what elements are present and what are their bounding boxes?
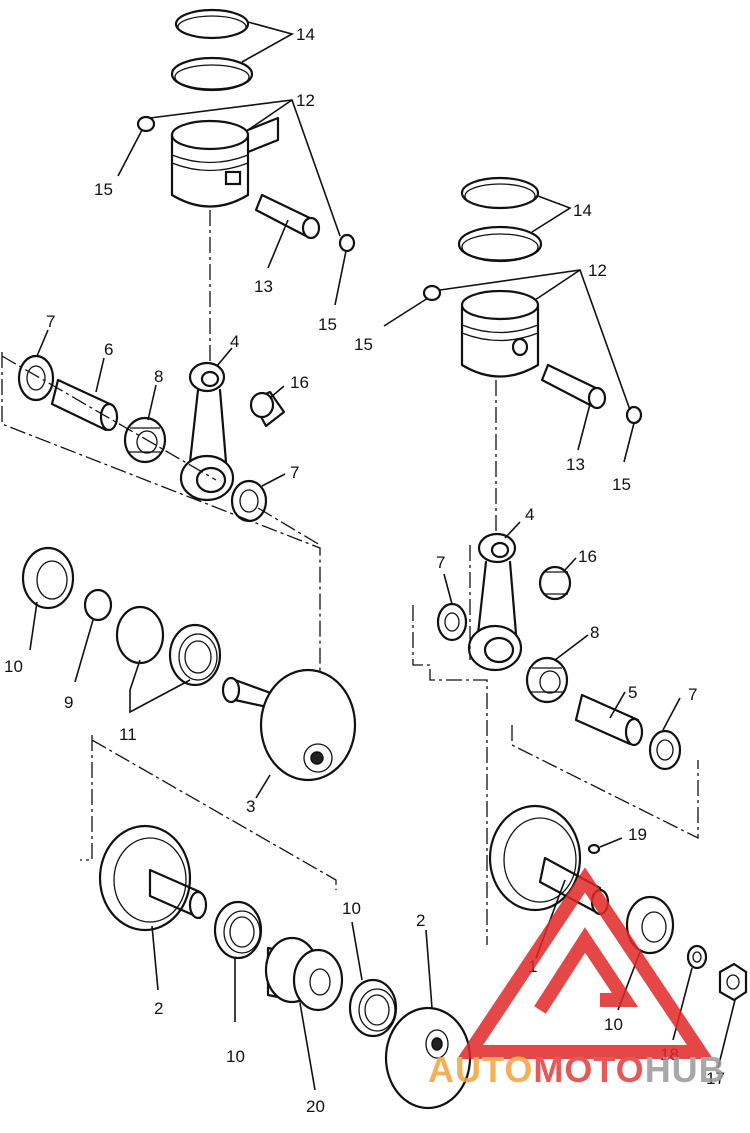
callout-12: 12 bbox=[588, 261, 607, 280]
callout-14: 14 bbox=[296, 25, 315, 44]
callout-7: 7 bbox=[290, 463, 299, 482]
left-pin-6 bbox=[50, 378, 119, 432]
callout-8: 8 bbox=[154, 367, 163, 386]
left-ring-9 bbox=[83, 588, 113, 622]
watermark-logo: AUTOMOTOHUB bbox=[428, 867, 726, 1090]
right-small-end-bearing-16 bbox=[538, 565, 572, 601]
left-connecting-rod bbox=[179, 361, 235, 502]
right-connecting-rod bbox=[467, 532, 523, 672]
watermark-part-auto: AUTO bbox=[428, 1049, 533, 1090]
callout-7: 7 bbox=[688, 685, 697, 704]
callout-13: 13 bbox=[254, 277, 273, 296]
left-piston bbox=[170, 116, 280, 208]
center-bearing-20 bbox=[264, 936, 344, 1012]
callout-7: 7 bbox=[436, 553, 445, 572]
right-pin-5 bbox=[574, 693, 644, 747]
right-piston-rings bbox=[457, 176, 543, 263]
callout-4: 4 bbox=[525, 505, 534, 524]
callout-7: 7 bbox=[46, 312, 55, 331]
callout-16: 16 bbox=[290, 373, 309, 392]
callout-14: 14 bbox=[573, 201, 592, 220]
callout-8: 8 bbox=[590, 623, 599, 642]
left-piston-pin bbox=[254, 193, 321, 240]
callout-6: 6 bbox=[104, 340, 113, 359]
callout-3: 3 bbox=[246, 797, 255, 816]
left-washer-7a bbox=[17, 354, 55, 402]
left-ball-bearing-11 bbox=[168, 623, 222, 687]
callout-labels: 14 12 15 13 15 7 6 8 4 16 7 10 9 11 3 14… bbox=[4, 25, 725, 1116]
callout-2: 2 bbox=[416, 911, 425, 930]
nut-17 bbox=[718, 962, 748, 1002]
callout-13: 13 bbox=[566, 455, 585, 474]
left-crank-wheel-3 bbox=[221, 668, 357, 782]
watermark-part-hub: HUB bbox=[645, 1049, 726, 1090]
callout-15: 15 bbox=[612, 475, 631, 494]
right-washer-7a bbox=[436, 602, 468, 642]
callout-17: 17 bbox=[706, 1069, 725, 1088]
left-small-end-bearing bbox=[249, 390, 286, 428]
callout-12: 12 bbox=[296, 91, 315, 110]
washer-18 bbox=[686, 944, 708, 970]
callout-2: 2 bbox=[154, 999, 163, 1018]
left-oil-seal-10 bbox=[21, 546, 75, 610]
left-snap-ring-11 bbox=[115, 605, 165, 665]
callout-10: 10 bbox=[226, 1047, 245, 1066]
left-piston-rings bbox=[170, 8, 254, 92]
crank-wheel-2-left bbox=[98, 824, 208, 932]
callout-11: 11 bbox=[119, 725, 137, 744]
left-circlips bbox=[136, 115, 356, 253]
right-piston bbox=[460, 289, 540, 378]
watermark-triangle-icon bbox=[456, 867, 714, 1059]
bearing-10-right bbox=[625, 895, 675, 955]
callout-15: 15 bbox=[318, 315, 337, 334]
bearing-10-lower-left bbox=[213, 900, 263, 960]
right-piston-pin bbox=[540, 363, 607, 410]
crankshaft-end-1 bbox=[488, 804, 610, 916]
callout-5: 5 bbox=[628, 683, 637, 702]
callout-19: 19 bbox=[628, 825, 647, 844]
watermark-part-moto: MOTO bbox=[533, 1049, 644, 1090]
callout-10: 10 bbox=[342, 899, 361, 918]
callout-10: 10 bbox=[4, 657, 23, 676]
callout-4: 4 bbox=[230, 332, 239, 351]
callout-10: 10 bbox=[604, 1015, 623, 1034]
callout-15: 15 bbox=[354, 335, 373, 354]
watermark-text: AUTOMOTOHUB bbox=[428, 1049, 726, 1090]
callout-15: 15 bbox=[94, 180, 113, 199]
right-washer-7b bbox=[648, 729, 682, 771]
bearing-10-center bbox=[348, 978, 398, 1038]
right-needle-bearing-8 bbox=[525, 656, 569, 704]
callout-9: 9 bbox=[64, 693, 73, 712]
callout-16: 16 bbox=[578, 547, 597, 566]
left-needle-bearing-8 bbox=[123, 416, 167, 464]
callout-20: 20 bbox=[306, 1097, 325, 1116]
